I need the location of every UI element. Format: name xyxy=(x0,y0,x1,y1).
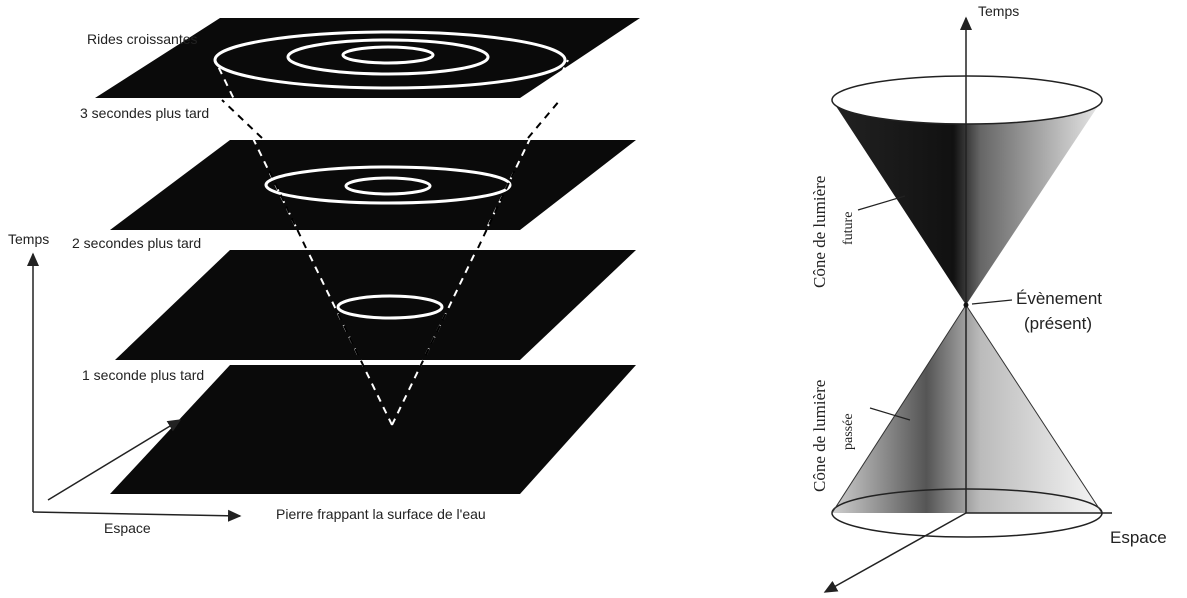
plane-2s xyxy=(110,140,636,230)
label-impact: Pierre frappant la surface de l'eau xyxy=(276,506,486,522)
ripple-diagram: Temps Espace Rides croissantes 3 seconde… xyxy=(8,18,640,536)
left-time-label: Temps xyxy=(8,231,49,247)
label-growing-ripples: Rides croissantes xyxy=(87,31,198,47)
event-pointer xyxy=(972,300,1012,304)
label-2s: 2 secondes plus tard xyxy=(72,235,201,251)
label-1s: 1 seconde plus tard xyxy=(82,367,204,383)
right-time-label: Temps xyxy=(978,3,1019,19)
event-label-2: (présent) xyxy=(1024,314,1092,333)
event-point xyxy=(964,303,969,308)
future-cone-label-2: future xyxy=(841,212,856,245)
right-depth-axis xyxy=(825,513,966,592)
plane-1s xyxy=(115,250,636,360)
past-cone-label-1: Cône de lumière xyxy=(810,380,829,492)
future-pointer xyxy=(858,196,905,210)
past-cone-label-2: passée xyxy=(841,413,856,450)
right-space-label: Espace xyxy=(1110,528,1167,547)
future-cone-rim xyxy=(832,76,1102,124)
future-cone xyxy=(832,100,1102,305)
event-label-1: Évènement xyxy=(1016,289,1102,308)
space-axis xyxy=(33,512,240,516)
label-3s: 3 secondes plus tard xyxy=(80,105,209,121)
light-cone-diagram: Temps Espace Cône de lumière future Cône… xyxy=(810,3,1167,592)
plane-3s xyxy=(95,18,640,98)
left-space-label: Espace xyxy=(104,520,151,536)
future-cone-label-1: Cône de lumière xyxy=(810,176,829,288)
